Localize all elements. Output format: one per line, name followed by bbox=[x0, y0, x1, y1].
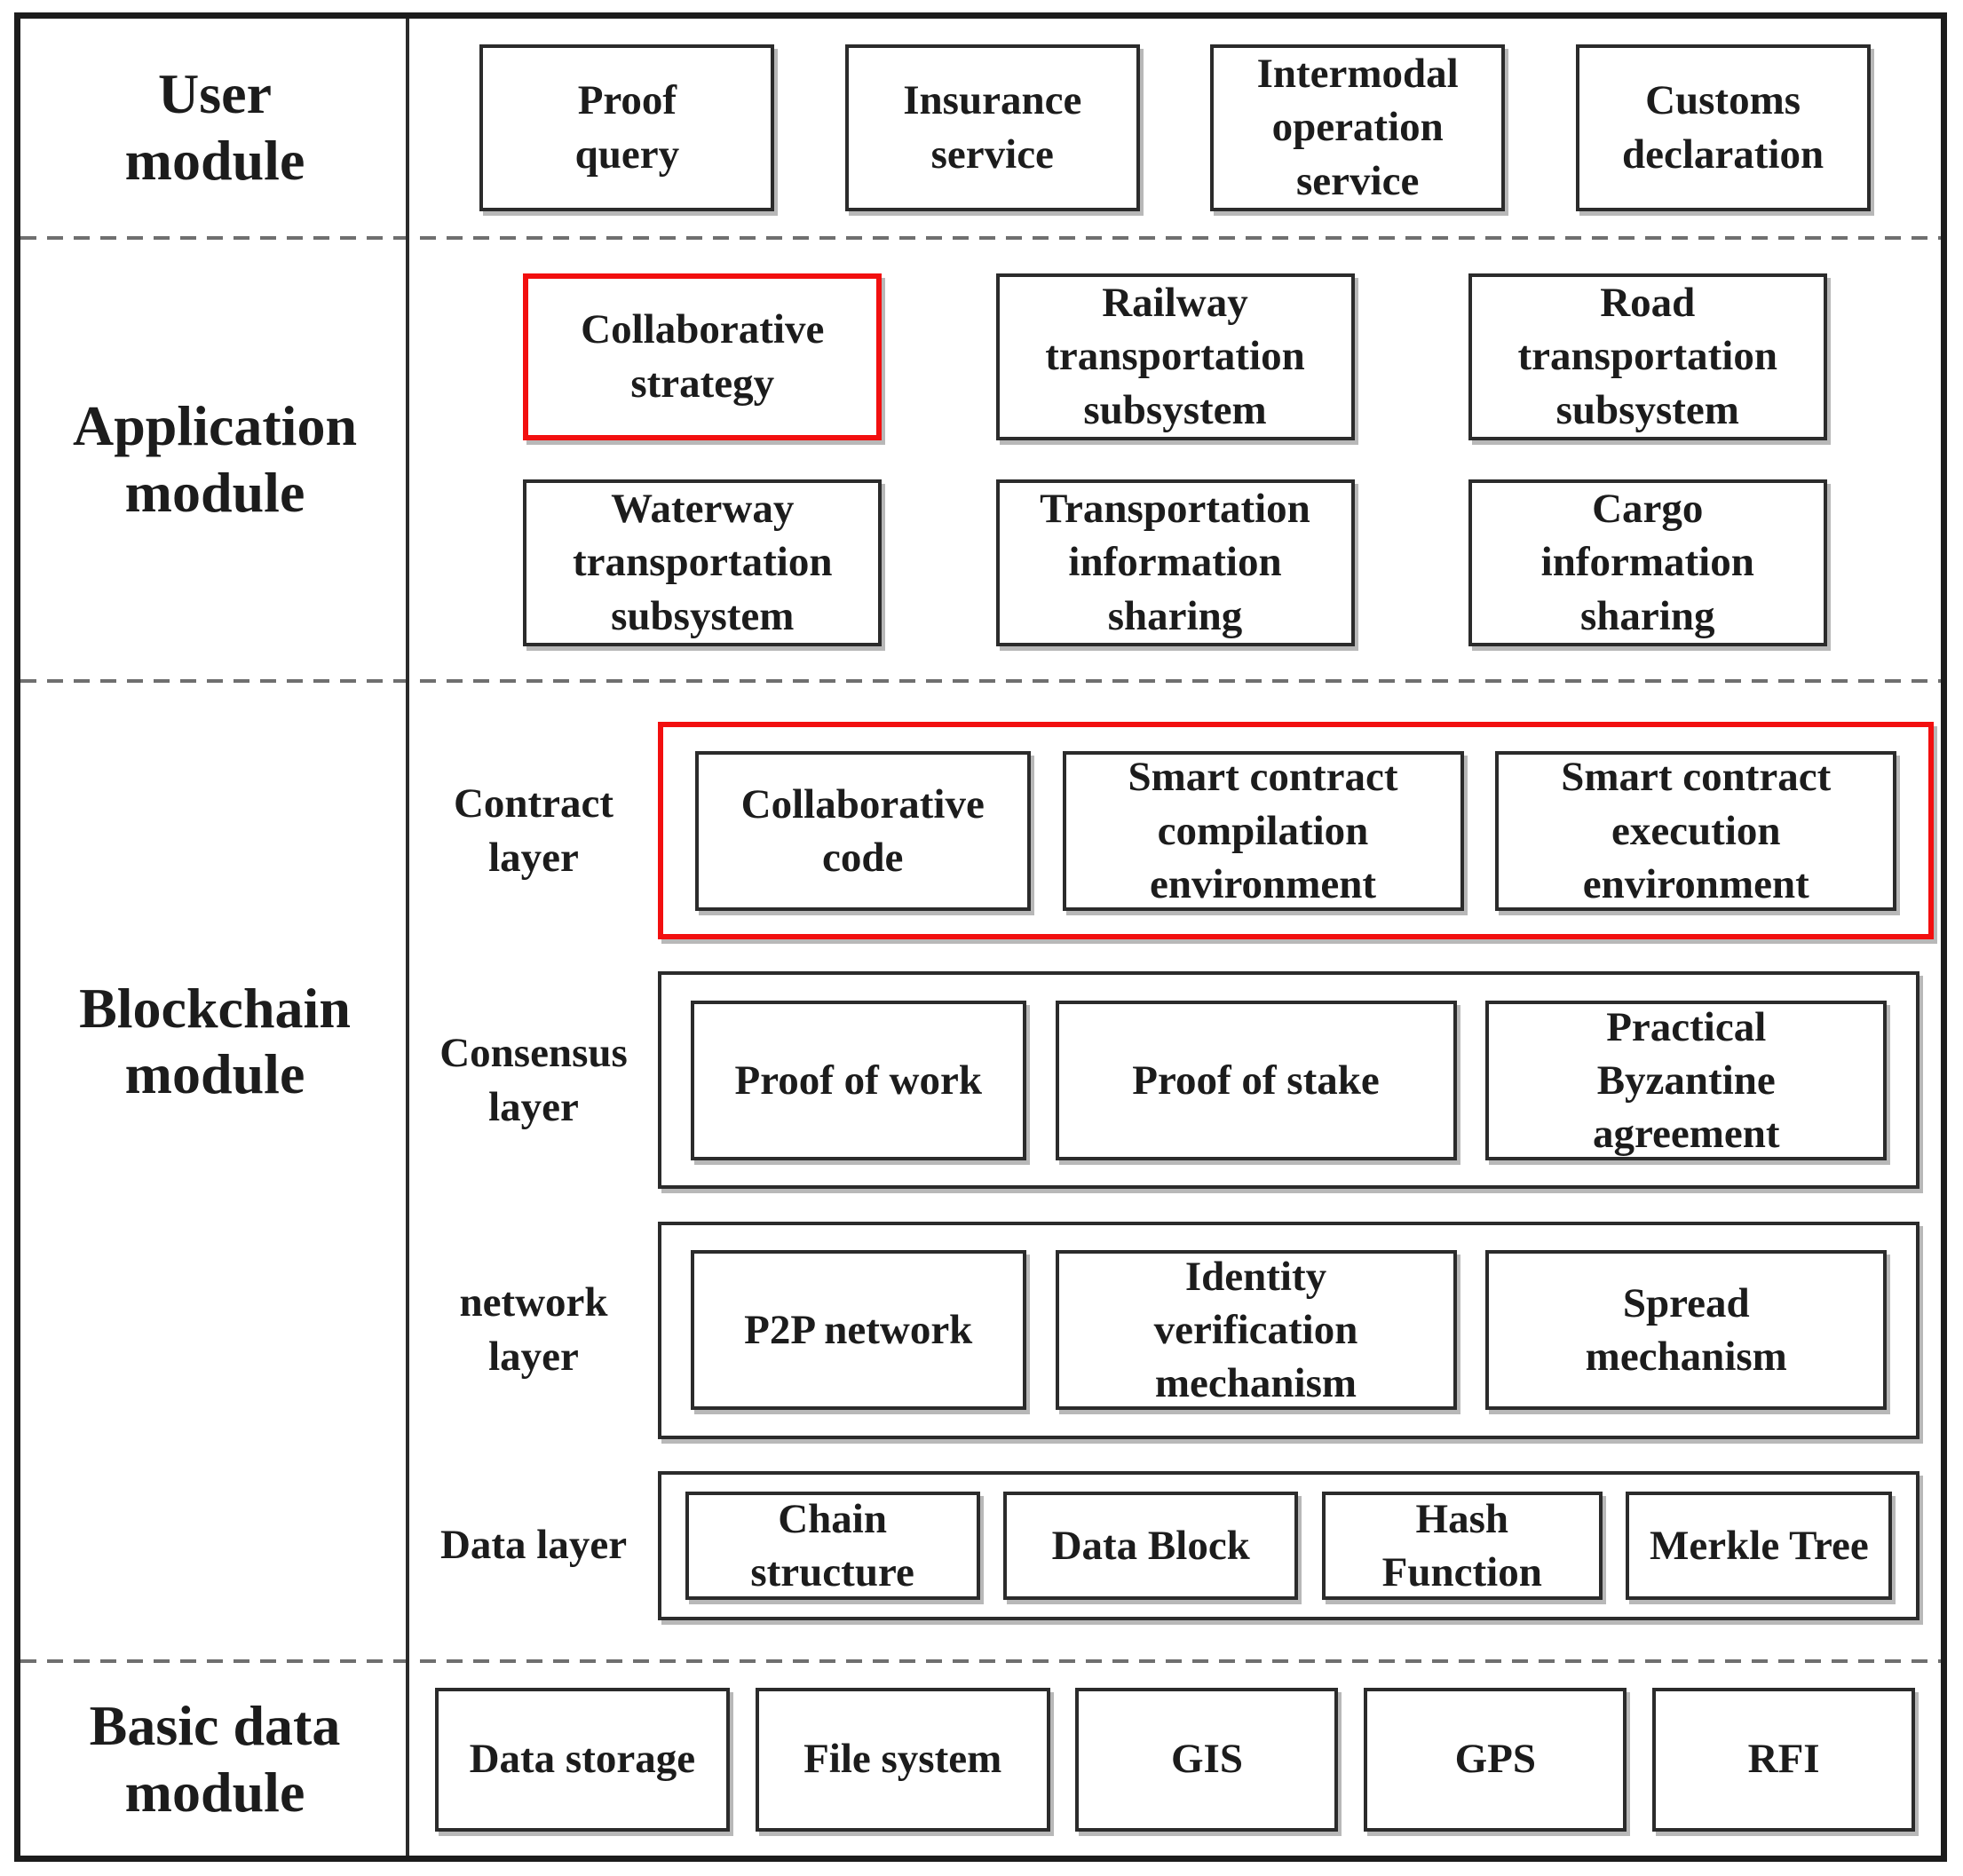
application-module-row: Application module Collaborative strateg… bbox=[20, 240, 1941, 679]
application-module-content: Collaborative strategy Railway transport… bbox=[409, 240, 1941, 679]
basic-data-module-content: Data storage File system GIS GPS RFI bbox=[409, 1663, 1941, 1856]
contract-layer-label: Contract layer bbox=[453, 780, 614, 881]
basic-data-module-row: Basic data module Data storage File syst… bbox=[20, 1663, 1941, 1856]
dashed-separator-2 bbox=[20, 679, 1941, 683]
box-gps: GPS bbox=[1364, 1687, 1627, 1832]
application-module-label: Application module bbox=[72, 394, 358, 524]
box-customs-declaration: Customs declaration bbox=[1575, 44, 1871, 211]
consensus-layer-container: Proof of work Proof of stake Practical B… bbox=[658, 971, 1919, 1190]
diagram-outer-frame: User module Proof query Insurance servic… bbox=[14, 12, 1947, 1862]
box-railway-transportation-subsystem: Railway transportation subsystem bbox=[995, 273, 1355, 440]
box-smart-contract-execution-environment: Smart contract execution environment bbox=[1495, 750, 1897, 911]
contract-layer-container: Collaborative code Smart contract compil… bbox=[658, 722, 1934, 940]
box-gis: GIS bbox=[1075, 1687, 1339, 1832]
box-proof-of-work: Proof of work bbox=[690, 1000, 1026, 1160]
box-p2p-network: P2P network bbox=[690, 1250, 1026, 1411]
box-smart-contract-compilation-environment: Smart contract compilation environment bbox=[1062, 750, 1464, 911]
box-road-transportation-subsystem: Road transportation subsystem bbox=[1468, 273, 1827, 440]
user-module-content: Proof query Insurance service Intermodal… bbox=[409, 19, 1941, 236]
box-collaborative-code: Collaborative code bbox=[694, 750, 1031, 911]
box-file-system: File system bbox=[755, 1687, 1050, 1832]
blockchain-module-row: Blockchain module Contract layer Collabo… bbox=[20, 683, 1941, 1659]
box-data-block: Data Block bbox=[1003, 1491, 1299, 1600]
consensus-layer: Consensus layer Proof of work Proof of s… bbox=[409, 971, 1941, 1190]
box-spread-mechanism: Spread mechanism bbox=[1485, 1250, 1888, 1411]
column-divider-line bbox=[406, 19, 409, 1856]
box-hash-function: Hash Function bbox=[1321, 1491, 1603, 1600]
box-practical-byzantine-agreement: Practical Byzantine agreement bbox=[1485, 1000, 1888, 1160]
box-waterway-transportation-subsystem: Waterway transportation subsystem bbox=[523, 479, 883, 646]
box-cargo-information-sharing: Cargo information sharing bbox=[1468, 479, 1827, 646]
consensus-layer-label: Consensus layer bbox=[439, 1029, 628, 1130]
box-data-storage: Data storage bbox=[434, 1687, 730, 1832]
box-rfi: RFI bbox=[1652, 1687, 1916, 1832]
application-row-2: Waterway transportation subsystem Transp… bbox=[409, 479, 1941, 646]
contract-layer: Contract layer Collaborative code Smart … bbox=[409, 722, 1941, 940]
application-row-1: Collaborative strategy Railway transport… bbox=[409, 273, 1941, 440]
blockchain-module-label: Blockchain module bbox=[79, 977, 351, 1106]
box-proof-query: Proof query bbox=[479, 44, 775, 211]
data-layer: Data layer Chain structure Data Block Ha… bbox=[409, 1470, 1941, 1620]
box-collaborative-strategy: Collaborative strategy bbox=[523, 273, 883, 440]
network-layer-container: P2P network Identity verification mechan… bbox=[658, 1221, 1919, 1439]
network-layer-label: network layer bbox=[459, 1278, 608, 1381]
dashed-separator-1 bbox=[20, 236, 1941, 240]
box-proof-of-stake: Proof of stake bbox=[1055, 1000, 1457, 1160]
box-intermodal-operation-service: Intermodal operation service bbox=[1210, 44, 1506, 211]
box-identity-verification-mechanism: Identity verification mechanism bbox=[1055, 1250, 1457, 1411]
basic-data-module-label: Basic data module bbox=[89, 1694, 341, 1824]
data-layer-label: Data layer bbox=[439, 1522, 628, 1569]
network-layer: network layer P2P network Identity verif… bbox=[409, 1221, 1941, 1439]
user-module-label: User module bbox=[124, 62, 305, 192]
data-layer-container: Chain structure Data Block Hash Function… bbox=[658, 1470, 1919, 1620]
box-chain-structure: Chain structure bbox=[685, 1491, 980, 1600]
dashed-separator-3 bbox=[20, 1659, 1941, 1663]
user-module-row: User module Proof query Insurance servic… bbox=[20, 19, 1941, 236]
box-merkle-tree: Merkle Tree bbox=[1626, 1491, 1893, 1600]
box-insurance-service: Insurance service bbox=[844, 44, 1140, 211]
box-transportation-information-sharing: Transportation information sharing bbox=[995, 479, 1355, 646]
blockchain-module-content: Contract layer Collaborative code Smart … bbox=[409, 683, 1941, 1659]
